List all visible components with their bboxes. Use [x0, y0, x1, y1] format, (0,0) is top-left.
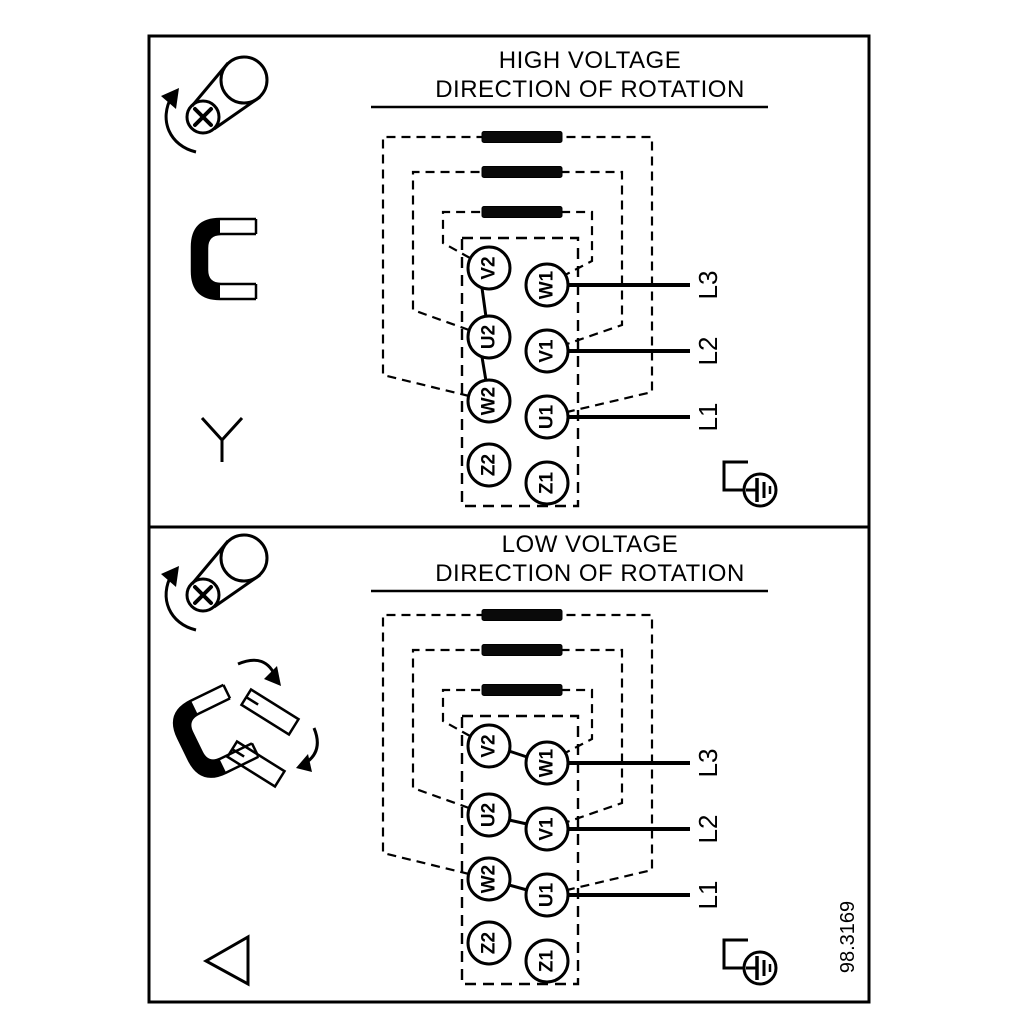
panel-low-voltage: LOW VOLTAGE DIRECTION OF ROTATION: [159, 531, 778, 987]
panel-subtitle: DIRECTION OF ROTATION: [435, 76, 745, 103]
figure-number: 98.3169: [837, 901, 859, 973]
star-symbol-icon: [200, 416, 244, 462]
terminal-label: W2: [479, 865, 500, 894]
wiring-core: [381, 607, 778, 986]
panel-high-voltage: HIGH VOLTAGE DIRECTION OF ROTATION V2 U2…: [159, 47, 778, 508]
terminal-label: U2: [479, 325, 500, 349]
delta-symbol-icon: [202, 934, 250, 987]
line-label: L1: [693, 403, 723, 432]
terminal-label: V2: [479, 734, 500, 757]
terminal-label: U2: [479, 803, 500, 827]
terminal-label: V2: [479, 256, 500, 279]
terminal-label: Z1: [537, 471, 558, 494]
line-label: L2: [693, 815, 723, 844]
delta-bridge: [508, 818, 528, 826]
screw-rotation-icon: [159, 55, 269, 154]
jumper-links-icon: [164, 658, 319, 789]
diagram-frame: [147, 34, 871, 1004]
line-label: L1: [693, 881, 723, 910]
terminal-label: U1: [537, 404, 558, 429]
terminal-label: V1: [537, 817, 558, 841]
panel-title: HIGH VOLTAGE: [499, 47, 681, 74]
terminal-label: W2: [479, 387, 500, 416]
screw-rotation-icon: [159, 533, 269, 632]
jumper-link-icon: [190, 217, 258, 301]
terminal-label: W1: [537, 270, 558, 299]
star-bridge: [480, 356, 488, 382]
terminal-label: U1: [537, 882, 558, 907]
terminal-label: Z2: [479, 932, 500, 954]
terminal-label: W1: [537, 748, 558, 777]
line-label: L3: [693, 271, 723, 300]
panel-subtitle: DIRECTION OF ROTATION: [435, 560, 745, 587]
delta-bridge: [508, 883, 528, 892]
line-label: L3: [693, 749, 723, 778]
terminal-label: V1: [537, 339, 558, 363]
panel-title: LOW VOLTAGE: [502, 531, 679, 558]
line-label: L2: [693, 337, 723, 366]
delta-bridge: [508, 749, 528, 759]
terminal-label: Z2: [479, 454, 500, 476]
wiring-core: [381, 129, 778, 508]
terminal-label: Z1: [537, 949, 558, 972]
star-bridge: [480, 287, 488, 318]
